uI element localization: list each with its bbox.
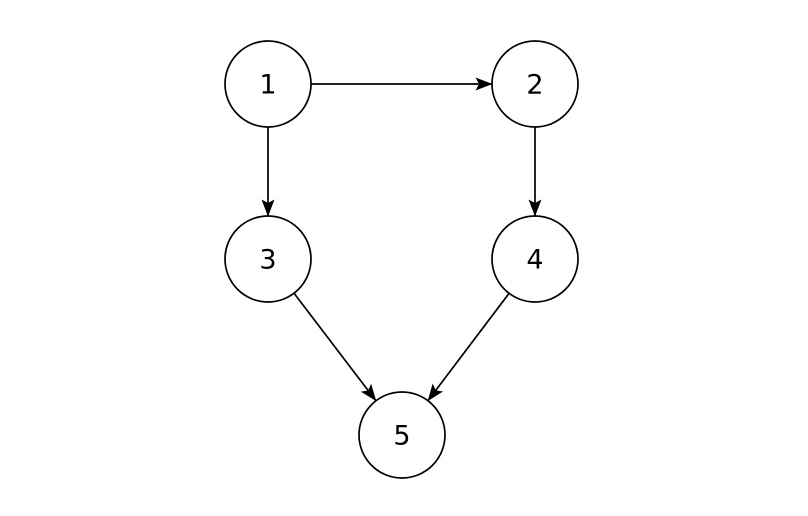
node-3: [224, 215, 312, 303]
node-5-label: 5: [393, 421, 410, 452]
node-2-label: 2: [526, 70, 543, 101]
node-4: [491, 215, 579, 303]
node-2: [491, 40, 579, 128]
edge-4-to-5: [427, 292, 510, 402]
node-1: [224, 40, 312, 128]
node-4-label: 4: [526, 245, 543, 276]
node-5: [358, 391, 446, 479]
edge-3-to-5: [293, 292, 377, 402]
node-3-label: 3: [259, 245, 276, 276]
node-1-label: 1: [259, 70, 276, 101]
